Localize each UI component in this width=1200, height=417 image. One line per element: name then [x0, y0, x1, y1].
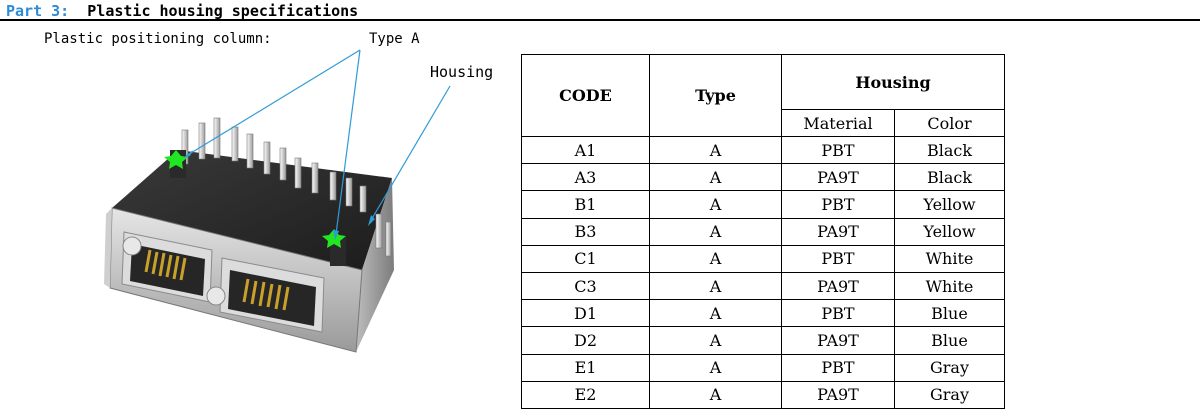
cell-type: A [649, 217, 782, 246]
positioning-marker-left [164, 150, 188, 169]
callout-leaders [185, 49, 451, 235]
cell-type: A [649, 244, 782, 273]
col-header-color: Color [894, 109, 1005, 137]
col-header-type: Type [649, 54, 782, 137]
cell-material: PA9T [781, 380, 895, 409]
col-header-housing: Housing [781, 54, 1005, 110]
cell-type: A [649, 326, 782, 355]
cell-code: D2 [521, 326, 650, 355]
cell-material: PBT [781, 353, 895, 382]
housing-top [112, 150, 392, 270]
cell-type: A [649, 163, 782, 192]
cell-color: Yellow [894, 190, 1005, 219]
cell-code: A3 [521, 163, 650, 192]
cell-code: E2 [521, 380, 650, 409]
cell-color: Yellow [894, 217, 1005, 246]
drawing-subtitle: Plastic positioning column: [44, 31, 272, 47]
shield-flange [104, 208, 112, 288]
cell-color: Black [894, 163, 1005, 192]
section-heading: Part 3: Plastic housing specifications [6, 2, 358, 20]
cell-code: B1 [521, 190, 650, 219]
port-right [206, 257, 325, 333]
cell-type: A [649, 190, 782, 219]
cell-type: A [649, 299, 782, 328]
cell-code: E1 [521, 353, 650, 382]
cell-color: White [894, 244, 1005, 273]
cell-material: PA9T [781, 217, 895, 246]
cell-color: Blue [894, 326, 1005, 355]
cell-material: PBT [781, 135, 895, 165]
cell-color: Blue [894, 299, 1005, 328]
cell-code: B3 [521, 217, 650, 246]
cell-color: Black [894, 135, 1005, 165]
cell-code: C3 [521, 271, 650, 301]
section-number: Part 3: [6, 2, 70, 20]
section-divider [0, 19, 1200, 21]
table-header-row: CODE Type Housing [521, 54, 1005, 137]
cell-material: PA9T [781, 163, 895, 192]
cell-material: PA9T [781, 271, 895, 301]
col-header-code: CODE [521, 54, 650, 137]
cell-type: A [649, 353, 782, 382]
cell-color: White [894, 271, 1005, 301]
cell-type: A [649, 380, 782, 409]
cell-code: C1 [521, 244, 650, 273]
cell-material: PBT [781, 299, 895, 328]
housing-side-shell [356, 178, 394, 352]
connector-drawing [104, 49, 451, 353]
cell-material: PBT [781, 244, 895, 273]
section-title: Plastic housing specifications [87, 2, 359, 20]
cell-color: Gray [894, 380, 1005, 409]
cell-material: PBT [781, 190, 895, 219]
cell-type: A [649, 135, 782, 165]
callout-housing-label: Housing [430, 63, 494, 81]
cell-code: D1 [521, 299, 650, 328]
port-left [121, 231, 213, 303]
cell-material: PA9T [781, 326, 895, 355]
callout-type-label: Type A [369, 31, 420, 47]
leader-arrowheads [183, 150, 375, 240]
cell-type: A [649, 271, 782, 301]
contact-pins [181, 117, 392, 257]
cell-code: A1 [521, 135, 650, 165]
col-header-material: Material [781, 109, 895, 137]
positioning-marker-right [322, 229, 346, 248]
cell-color: Gray [894, 353, 1005, 382]
